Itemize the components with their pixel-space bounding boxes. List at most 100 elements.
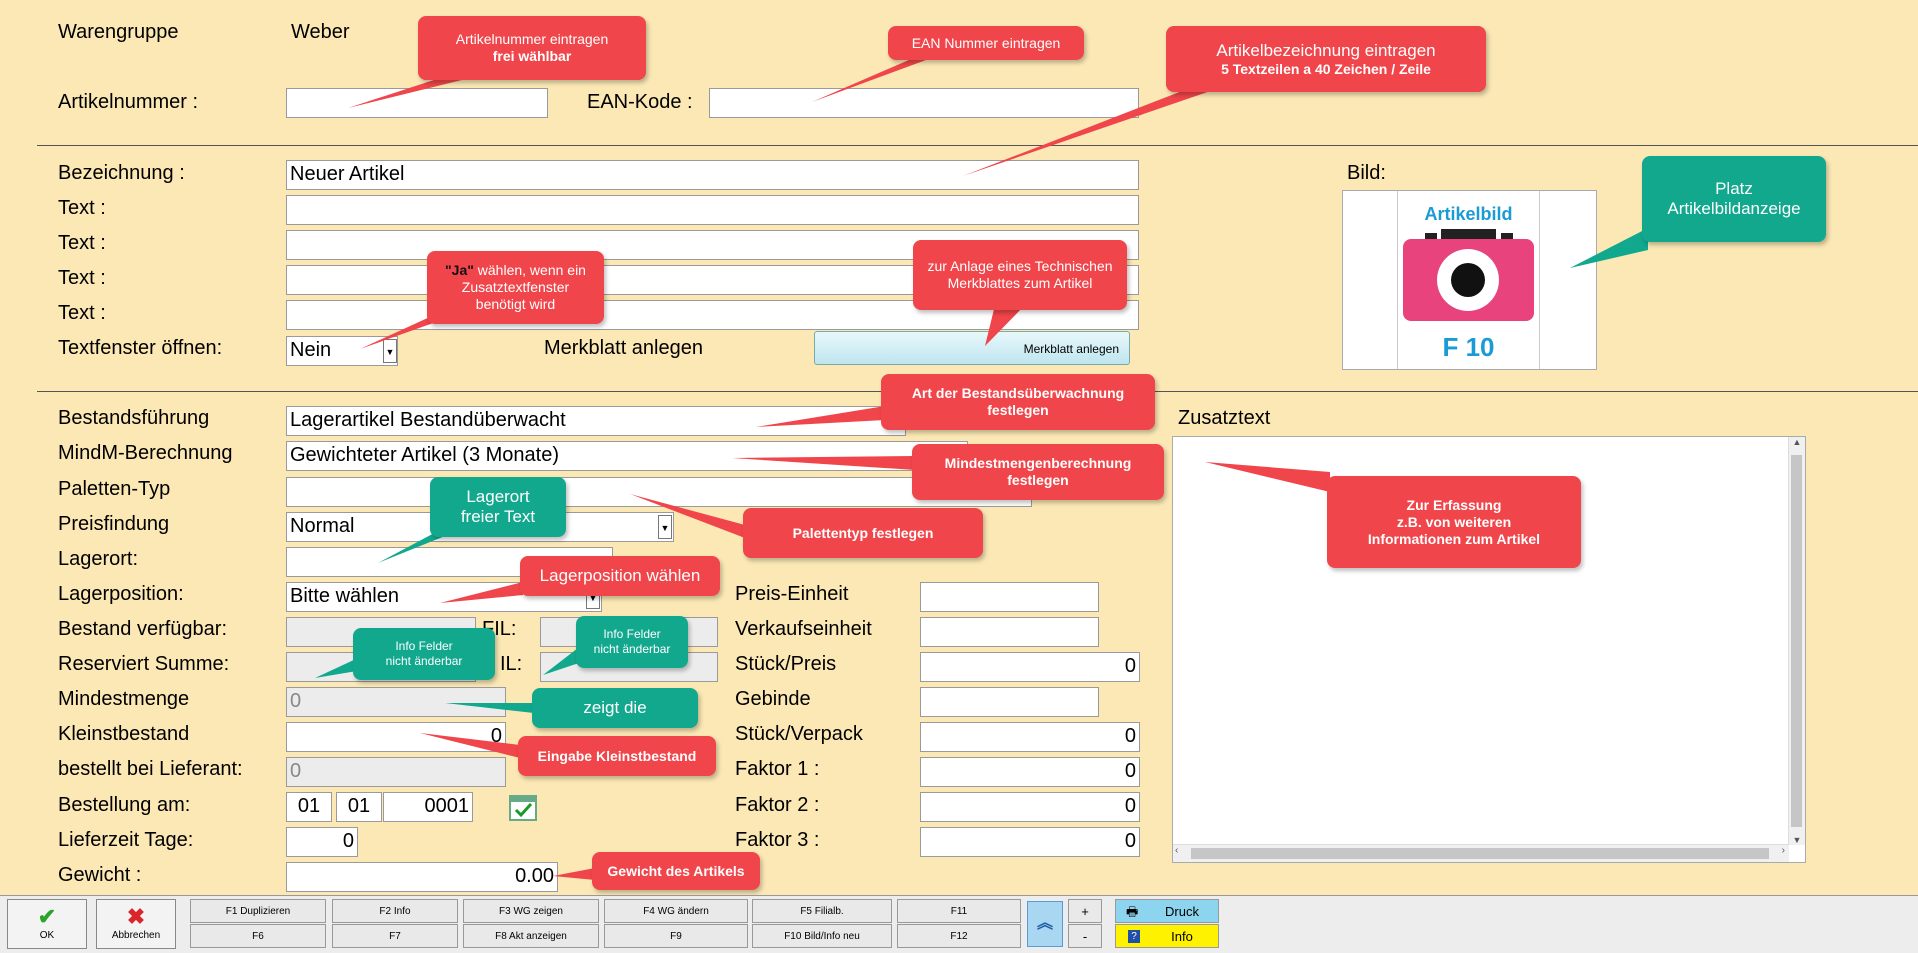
info-label: Info xyxy=(1171,929,1193,944)
callout-text: Zur Erfassung xyxy=(1406,496,1502,513)
stueckpreis-label: Stück/Preis xyxy=(735,653,837,675)
scroll-down-icon[interactable]: ▼ xyxy=(1792,835,1802,845)
preiseinheit-input[interactable] xyxy=(920,582,1099,612)
f3-button[interactable]: F3 WG zeigen xyxy=(463,899,599,923)
scrollbar-thumb[interactable] xyxy=(1191,848,1769,859)
bestand-label: Bestand verfügbar: xyxy=(58,618,227,640)
callout-lagerort: Lagerort freier Text xyxy=(430,477,566,537)
scrollbar-thumb[interactable] xyxy=(1791,455,1802,827)
chevron-down-icon[interactable]: ▼ xyxy=(658,515,672,539)
callout-text: "Ja" wählen, wenn ein Zusatztextfenster … xyxy=(435,262,596,313)
printer-icon: 🖶 xyxy=(1126,904,1139,919)
bestandsfuehrung-label: Bestandsführung xyxy=(58,407,210,429)
callout-text: nicht änderbar xyxy=(385,654,463,668)
horizontal-scrollbar[interactable]: ‹ › xyxy=(1173,844,1789,862)
callout-text: Lagerposition wählen xyxy=(539,566,701,585)
f9-button[interactable]: F9 xyxy=(604,924,748,948)
f7-button[interactable]: F7 xyxy=(332,924,458,948)
callout-kleinstbestand: Eingabe Kleinstbestand xyxy=(518,736,716,776)
artikelbild-frame[interactable]: Artikelbild F 10 xyxy=(1342,190,1597,370)
callout-text: Platz xyxy=(1715,179,1753,198)
text-input-1[interactable] xyxy=(286,195,1139,225)
calendar-icon[interactable] xyxy=(508,792,538,822)
f12-button[interactable]: F12 xyxy=(897,924,1021,948)
bestandsfuehrung-select[interactable]: Lagerartikel Bestandüberwacht xyxy=(286,406,906,436)
callout-text: festlegen xyxy=(1007,472,1069,488)
gewicht-input[interactable]: 0.00 xyxy=(286,862,558,892)
mindm-label: MindM-Berechnung xyxy=(58,442,233,464)
scroll-right-icon[interactable]: › xyxy=(1781,845,1785,856)
textfenster-select[interactable]: Nein xyxy=(286,336,398,366)
f6-button[interactable]: F6 xyxy=(190,924,326,948)
bild-label: Bild: xyxy=(1347,162,1386,184)
bezeichnung-input[interactable]: Neuer Artikel xyxy=(286,160,1139,190)
f4-button[interactable]: F4 WG ändern xyxy=(604,899,748,923)
collapse-toolbar-button[interactable]: ︽ xyxy=(1027,901,1063,947)
faktor1-input[interactable]: 0 xyxy=(920,757,1140,787)
divider-top xyxy=(37,145,1918,146)
minus-button[interactable]: - xyxy=(1068,924,1102,948)
callout-palette: Palettentyp festlegen xyxy=(743,508,983,558)
callout-info-1: Info Felder nicht änderbar xyxy=(353,628,495,680)
info-button[interactable]: ? Info xyxy=(1115,924,1219,948)
faktor3-input[interactable]: 0 xyxy=(920,827,1140,857)
callout-text: 5 Textzeilen a 40 Zeichen / Zeile xyxy=(1221,60,1431,77)
f5-button[interactable]: F5 Filialb. xyxy=(752,899,892,923)
kleinstbestand-input[interactable]: 0 xyxy=(286,722,506,752)
callout-text: festlegen xyxy=(987,402,1049,418)
bestandsfuehrung-value: Lagerartikel Bestandüberwacht xyxy=(290,409,566,431)
artikelnummer-input[interactable] xyxy=(286,88,548,118)
preisfindung-value: Normal xyxy=(290,515,355,537)
mindm-value: Gewichteter Artikel (3 Monate) xyxy=(290,444,559,466)
f10-button[interactable]: F10 Bild/Info neu xyxy=(752,924,892,948)
f11-button[interactable]: F11 xyxy=(897,899,1021,923)
callout-text: nicht änderbar xyxy=(593,642,671,656)
plus-button[interactable]: + xyxy=(1068,899,1102,923)
callout-gewicht: Gewicht des Artikels xyxy=(592,852,760,890)
text-label-1: Text : xyxy=(58,197,106,219)
callout-bild: Platz Artikelbildanzeige xyxy=(1642,156,1826,242)
f1-button[interactable]: F1 Duplizieren xyxy=(190,899,326,923)
ean-input[interactable] xyxy=(709,88,1139,118)
scroll-left-icon[interactable]: ‹ xyxy=(1175,845,1179,856)
ean-label: EAN-Kode : xyxy=(587,91,693,113)
vertical-scrollbar[interactable]: ▲ ▼ xyxy=(1788,437,1805,845)
callout-text: Artikelbildanzeige xyxy=(1667,199,1801,218)
callout-zeigt: zeigt die xyxy=(532,688,698,728)
lagerort-label: Lagerort: xyxy=(58,548,139,570)
merkblatt-label: Merkblatt anlegen xyxy=(544,337,703,359)
callout-text-bold: "Ja" xyxy=(445,262,474,278)
scroll-up-icon[interactable]: ▲ xyxy=(1792,437,1802,447)
callout-text: Artikelbezeichnung eintragen xyxy=(1216,40,1436,60)
bestellung-month-input[interactable]: 01 xyxy=(336,792,382,822)
kleinstbestand-label: Kleinstbestand xyxy=(58,723,190,745)
verkaufseinheit-input[interactable] xyxy=(920,617,1099,647)
stueckpreis-input[interactable]: 0 xyxy=(920,652,1140,682)
abbrechen-button[interactable]: ✖ Abbrechen xyxy=(96,899,176,949)
bezeichnung-label: Bezeichnung : xyxy=(58,162,185,184)
f2-button[interactable]: F2 Info xyxy=(332,899,458,923)
bestellt-label: bestellt bei Lieferant: xyxy=(58,758,243,780)
callout-text: Art der Bestandsüberwachnung xyxy=(911,385,1125,401)
gebinde-input[interactable] xyxy=(920,687,1099,717)
f8-button[interactable]: F8 Akt anzeigen xyxy=(463,924,599,948)
mindm-select[interactable]: Gewichteter Artikel (3 Monate) xyxy=(286,441,968,471)
chevron-down-icon[interactable]: ▼ xyxy=(383,339,397,363)
lieferzeit-input[interactable]: 0 xyxy=(286,827,358,857)
druck-button[interactable]: 🖶 Druck xyxy=(1115,899,1219,923)
ok-button[interactable]: ✔ OK xyxy=(7,899,87,949)
stueckverpack-input[interactable]: 0 xyxy=(920,722,1140,752)
checkmark-icon: ✔ xyxy=(37,904,57,929)
faktor2-input[interactable]: 0 xyxy=(920,792,1140,822)
bestellung-year-input[interactable]: 0001 xyxy=(383,792,473,822)
zusatztext-textarea[interactable]: ▲ ▼ ‹ › xyxy=(1172,436,1806,863)
info-icon: ? xyxy=(1128,930,1140,943)
artikelbild-image: Artikelbild F 10 xyxy=(1397,191,1540,369)
callout-text: frei wählbar xyxy=(492,48,572,64)
gewicht-label: Gewicht : xyxy=(58,864,142,886)
bestellt-field: 0 xyxy=(286,757,506,787)
bestellung-day-input[interactable]: 01 xyxy=(286,792,332,822)
callout-text: Lagerort xyxy=(466,487,530,506)
merkblatt-button[interactable]: Merkblatt anlegen xyxy=(814,331,1130,365)
callout-text: Artikelnummer eintragen xyxy=(455,31,609,47)
